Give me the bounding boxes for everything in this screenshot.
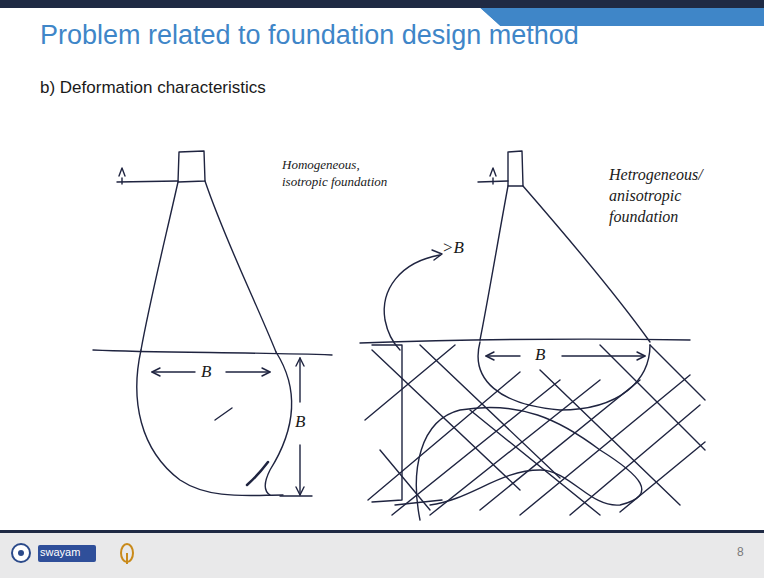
dimension-label: >B bbox=[442, 238, 464, 258]
note-text: Homogeneous, isotropic foundation bbox=[282, 157, 392, 191]
section-heading: b) Deformation characteristics bbox=[40, 78, 266, 98]
logo-text: swayam bbox=[40, 546, 80, 558]
footer-line bbox=[0, 530, 764, 533]
page-number: 8 bbox=[737, 545, 744, 559]
dimension-label: B bbox=[533, 345, 547, 365]
top-bar bbox=[0, 0, 764, 8]
note-text: Hetrogeneous/ anisotropic foundation bbox=[609, 165, 729, 227]
dimension-label: B bbox=[293, 412, 307, 432]
dimension-label: B bbox=[199, 362, 213, 382]
slide-title: Problem related to foundation design met… bbox=[40, 20, 579, 51]
logo-circle bbox=[12, 544, 30, 562]
footer-bar bbox=[0, 532, 764, 578]
logo-plate bbox=[38, 545, 96, 562]
